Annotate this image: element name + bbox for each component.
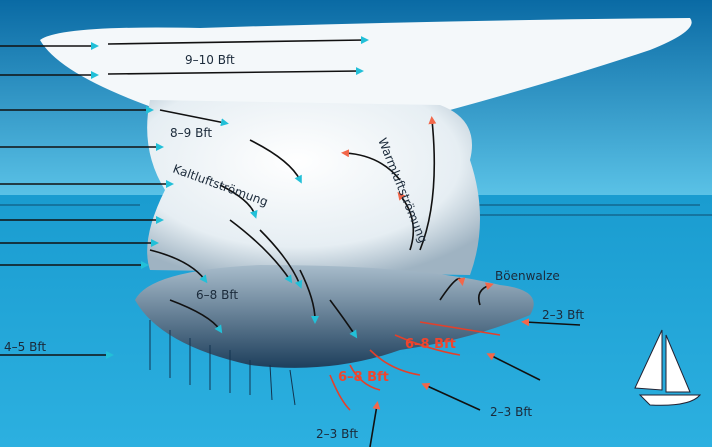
label-bottom-wind: 2–3 Bft bbox=[316, 427, 358, 441]
gust-front-lines bbox=[329, 321, 501, 411]
sailboat-icon bbox=[634, 329, 702, 406]
cloud-base bbox=[135, 265, 534, 368]
label-gust-front-1: 6–8 Bft bbox=[405, 337, 456, 352]
label-upper-wind: 8–9 Bft bbox=[170, 126, 212, 140]
cold-air-arrows bbox=[0, 36, 369, 359]
cloud-tower bbox=[147, 100, 480, 275]
rain-shafts bbox=[149, 320, 296, 406]
label-left-wind: 4–5 Bft bbox=[4, 340, 46, 354]
label-inner-wind: 6–8 Bft bbox=[196, 288, 238, 302]
label-lower-right-wind: 2–3 Bft bbox=[490, 405, 532, 419]
warm-air-arrows bbox=[341, 116, 581, 447]
label-right-wind: 2–3 Bft bbox=[542, 308, 584, 322]
label-gust-front-2: 6–8 Bft bbox=[338, 370, 389, 385]
anvil-cloud bbox=[40, 18, 692, 110]
sea-waves bbox=[0, 204, 712, 216]
label-gust-roll: Böenwalze bbox=[495, 269, 560, 283]
label-top-wind: 9–10 Bft bbox=[185, 53, 235, 67]
